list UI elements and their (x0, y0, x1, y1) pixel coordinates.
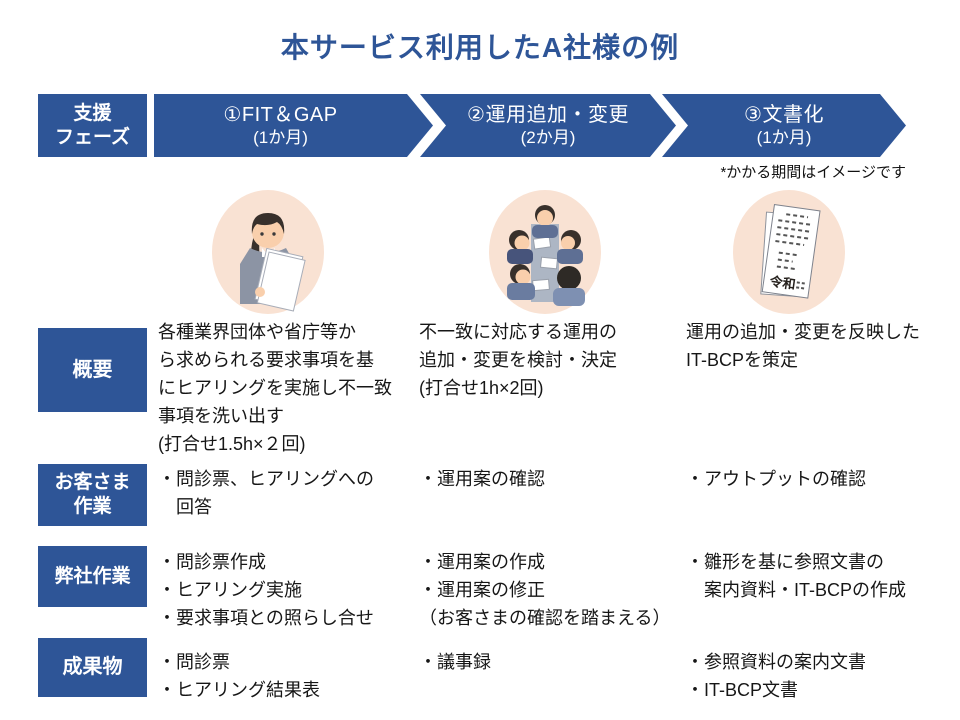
phase-duration: (1か月) (253, 128, 308, 147)
phase-name: ①FIT＆GAP (223, 104, 338, 126)
phase-name: ②運用追加・変更 (467, 104, 629, 126)
phase-arrow-documentation: ③文書化 (1か月) (662, 94, 906, 157)
phase-name: ③文書化 (744, 104, 824, 126)
deliverables-phase3-cell: ・参照資料の案内文書 ・IT-BCP文書 (686, 652, 866, 700)
overview-phase3-cell: 運用の追加・変更を反映した IT-BCPを策定 (686, 322, 920, 370)
period-note: *かかる期間はイメージです (720, 164, 906, 181)
overview-phase1-cell: 各種業界団体や省庁等か ら求められる要求事項を基 にヒアリングを実施し不一致 事… (158, 322, 392, 454)
interview-woman-illustration (210, 188, 326, 316)
phase-duration: (2か月) (520, 128, 576, 147)
customer-tasks-phase3-cell: ・アウトプットの確認 (686, 469, 866, 489)
deliverables-phase1-cell: ・問診票 ・ヒアリング結果表 (158, 652, 320, 700)
phase-header-label: 支援 フェーズ (38, 94, 147, 157)
interview-woman-icon (212, 190, 324, 314)
deliverables-phase2-cell: ・議事録 (419, 652, 491, 672)
overview-phase2-cell: 不一致に対応する運用の 追加・変更を検討・決定 (打合せ1h×2回) (419, 322, 617, 398)
row-label-our-tasks: 弊社作業 (38, 546, 147, 607)
phase-arrow-fit-gap: ①FIT＆GAP (1か月) (154, 94, 433, 157)
customer-tasks-phase1-cell: ・問診票、ヒアリングへの 回答 (158, 469, 374, 517)
row-label-overview: 概要 (38, 328, 147, 412)
our-tasks-phase2-cell: ・運用案の作成 ・運用案の修正 （お客さまの確認を踏まえる） (419, 552, 671, 628)
reiwa-document-illustration: 令和 (731, 188, 847, 316)
reiwa-stamp-text: 令和 (769, 274, 797, 292)
row-label-deliverables: 成果物 (38, 638, 147, 697)
customer-tasks-phase2-cell: ・運用案の確認 (419, 469, 545, 489)
our-tasks-phase1-cell: ・問診票作成 ・ヒアリング実施 ・要求事項との照らし合せ (158, 552, 374, 628)
meeting-group-icon (489, 190, 601, 314)
page-title: 本サービス利用したA社様の例 (280, 32, 680, 63)
meeting-group-illustration (487, 188, 603, 316)
phase-duration: (1か月) (756, 128, 812, 147)
reiwa-document-icon: 令和 (733, 190, 845, 314)
row-label-customer-tasks: お客さま 作業 (38, 464, 147, 526)
phase-arrow-operation-change: ②運用追加・変更 (2か月) (420, 94, 676, 157)
our-tasks-phase3-cell: ・雛形を基に参照文書の 案内資料・IT-BCPの作成 (686, 552, 907, 600)
